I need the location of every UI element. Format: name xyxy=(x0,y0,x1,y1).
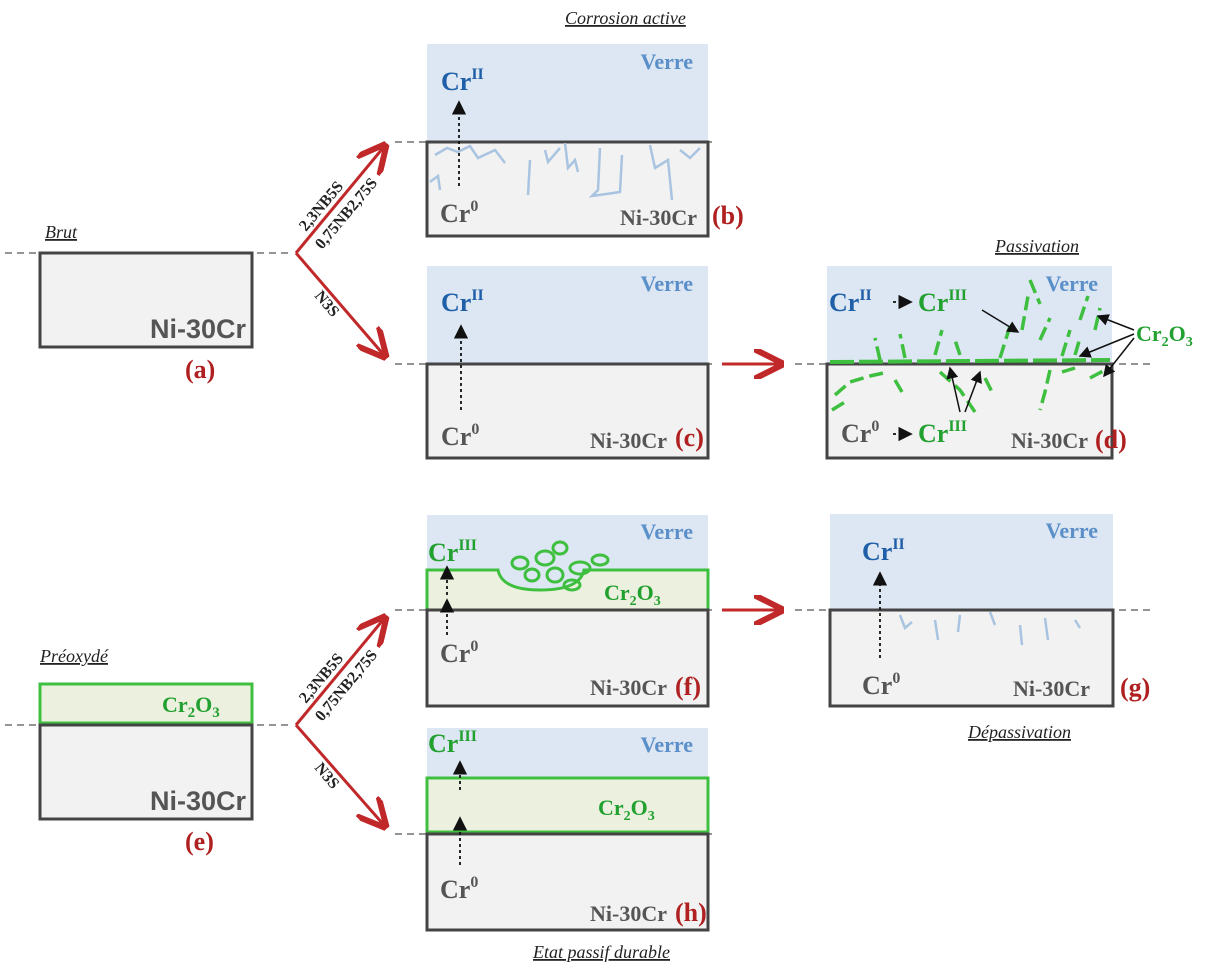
oxide-label-f: Cr2O3 xyxy=(604,580,661,609)
panel-a: Ni-30Cr (a) xyxy=(5,251,290,384)
alloy-label-a: Ni-30Cr xyxy=(150,314,247,344)
tag-a: (a) xyxy=(185,355,215,384)
alloy-label-e: Ni-30Cr xyxy=(150,786,247,816)
alloy-label-g: Ni-30Cr xyxy=(1013,676,1090,701)
branch-arrows-top: 2,3NB5S 0,75NB2,75S N3S xyxy=(294,148,383,354)
tag-g: (g) xyxy=(1120,673,1150,702)
cr-ii-d: CrII xyxy=(829,287,872,317)
branch-arrows-bottom: 2,3NB5S 0,75NB2,75S N3S xyxy=(294,620,383,824)
cr-ii-b: CrII xyxy=(441,66,484,96)
cr-0-g: Cr0 xyxy=(862,670,900,700)
alloy-label-f: Ni-30Cr xyxy=(590,675,667,700)
oxide-label-d: Cr2O3 xyxy=(1136,321,1193,350)
cr-iii-d-glass: CrIII xyxy=(918,287,967,317)
panel-f: Verre CrIII Cr2O3 Cr0 Ni-30Cr (f) xyxy=(395,515,712,708)
cr-iii-f: CrIII xyxy=(428,537,477,567)
glass-label-g: Verre xyxy=(1045,518,1098,543)
label-passivation: Passivation xyxy=(994,236,1079,256)
alloy-label-d: Ni-30Cr xyxy=(1011,428,1088,453)
glass-label-f: Verre xyxy=(640,519,693,544)
cr-0-d: Cr0 xyxy=(841,418,879,448)
label-corrosion-active: Corrosion active xyxy=(565,8,686,28)
route-label-n3s-top: N3S xyxy=(311,288,342,321)
oxide-label-h: Cr2O3 xyxy=(598,795,655,824)
panel-h: Verre CrIII Cr2O3 Cr0 Ni-30Cr (h) xyxy=(395,728,712,932)
label-preoxyde: Préoxydé xyxy=(39,646,109,666)
cr-0-c: Cr0 xyxy=(441,421,479,451)
panel-d: Verre CrII CrIII Cr0 CrIII Cr2O3 Ni-30Cr… xyxy=(795,266,1193,460)
tag-d: (d) xyxy=(1095,425,1127,454)
cr-iii-d-alloy: CrIII xyxy=(918,418,967,448)
tag-b: (b) xyxy=(712,201,744,230)
tag-e: (e) xyxy=(185,827,214,856)
alloy-label-b: Ni-30Cr xyxy=(620,205,697,230)
label-brut: Brut xyxy=(45,222,78,242)
tag-f: (f) xyxy=(675,672,701,701)
panel-b: Verre CrII Cr0 Ni-30Cr (b) xyxy=(395,44,744,238)
tag-c: (c) xyxy=(675,423,704,452)
glass-label-h: Verre xyxy=(640,732,693,757)
tag-h: (h) xyxy=(675,898,707,927)
glass-label-b: Verre xyxy=(640,49,693,74)
panel-e: Cr2O3 Ni-30Cr (e) xyxy=(5,682,290,856)
cr-0-f: Cr0 xyxy=(440,638,478,668)
alloy-label-c: Ni-30Cr xyxy=(590,428,667,453)
oxide-label-e: Cr2O3 xyxy=(162,692,220,721)
glass-label-c: Verre xyxy=(640,271,693,296)
panel-c: Verre CrII Cr0 Ni-30Cr (c) xyxy=(395,266,712,460)
cr-0-b: Cr0 xyxy=(440,198,478,228)
cr-iii-h: CrIII xyxy=(428,728,477,758)
alloy-label-h: Ni-30Cr xyxy=(590,901,667,926)
route-label-n3s-bottom: N3S xyxy=(311,760,342,793)
panel-g: Verre CrII Cr0 Ni-30Cr (g) xyxy=(795,514,1155,708)
label-depassivation: Dépassivation xyxy=(967,722,1071,742)
cr-ii-c: CrII xyxy=(441,287,484,317)
cr-0-h: Cr0 xyxy=(440,874,478,904)
label-etat-passif: Etat passif durable xyxy=(532,942,670,962)
cr-ii-g: CrII xyxy=(862,536,905,566)
glass-label-d: Verre xyxy=(1045,271,1098,296)
